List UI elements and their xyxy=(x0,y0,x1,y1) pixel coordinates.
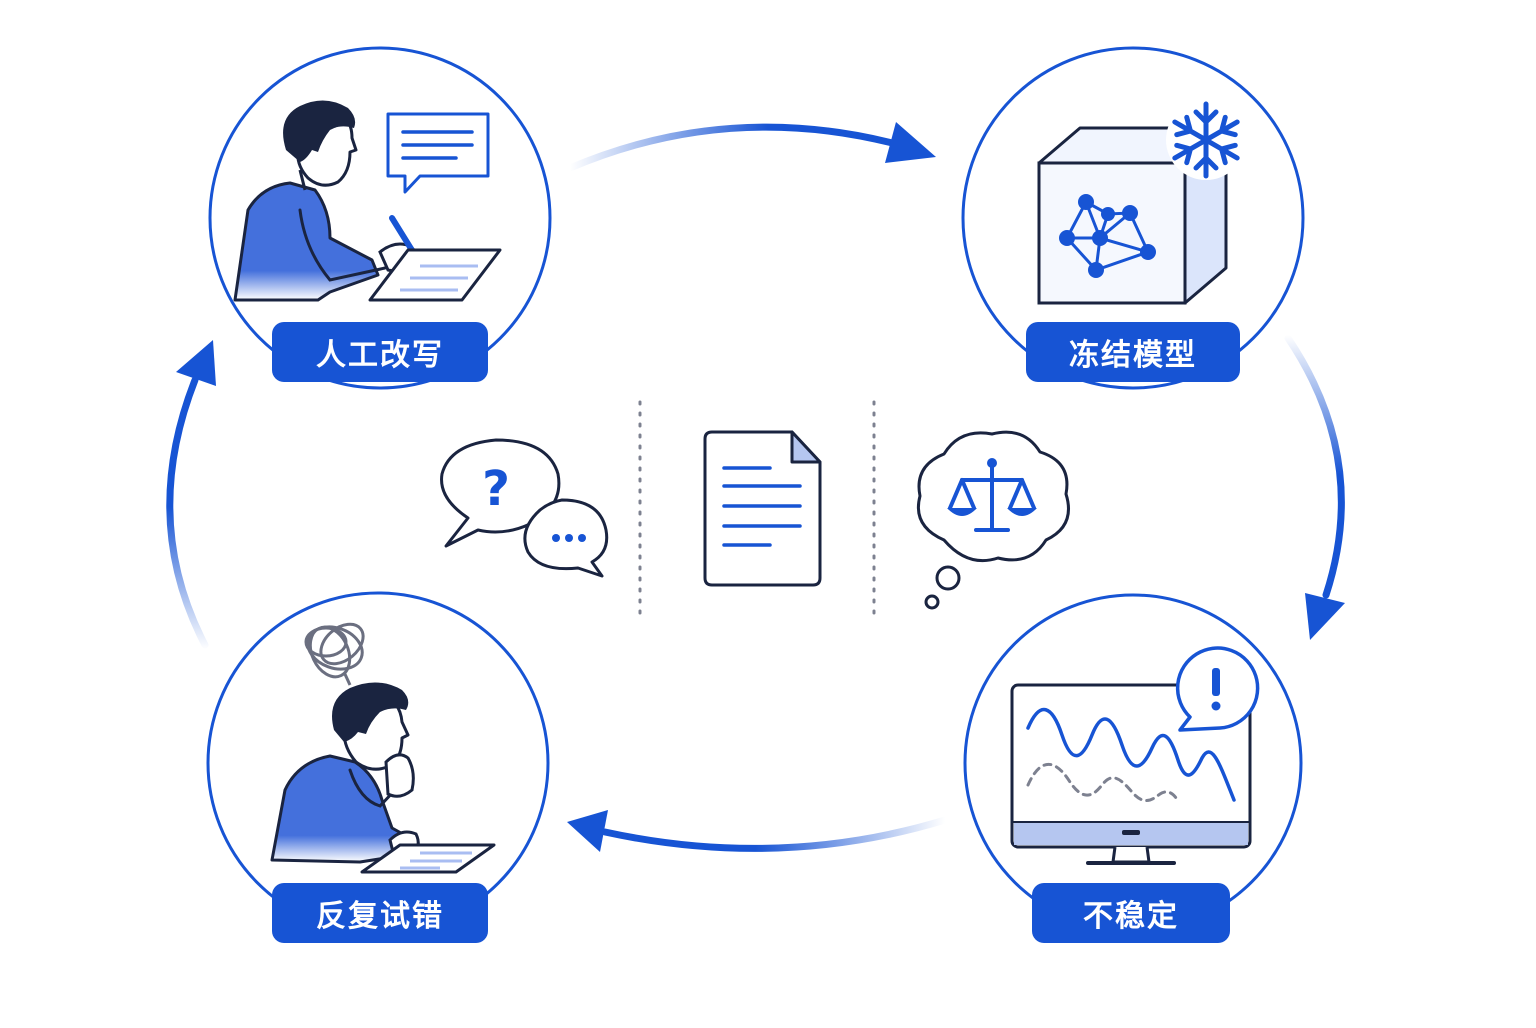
center-icons: ? xyxy=(440,400,1070,618)
arrow-trial-to-manual xyxy=(166,340,216,649)
svg-text:?: ? xyxy=(482,461,510,517)
arrow-unstable-to-trial xyxy=(567,810,949,852)
stage-frozen-model xyxy=(961,46,1305,390)
stage-trial-and-error xyxy=(206,591,550,935)
unstable-monitor-icon xyxy=(1010,646,1260,865)
alert-bubble-icon xyxy=(1175,646,1260,732)
frozen-model-cube-icon xyxy=(1037,100,1246,305)
snowflake-icon xyxy=(1166,100,1246,180)
question-chat-bubbles-icon: ? xyxy=(440,438,609,578)
document-icon xyxy=(703,430,822,587)
arrow-manual-to-frozen xyxy=(566,122,936,172)
label-unstable: 不稳定 xyxy=(1032,883,1230,943)
stage-manual-rewrite xyxy=(208,46,552,390)
label-frozen-model: 冻结模型 xyxy=(1026,322,1240,382)
tangled-thoughts-icon xyxy=(304,622,365,686)
arrow-frozen-to-unstable xyxy=(1284,334,1345,640)
label-trial-and-error: 反复试错 xyxy=(272,883,488,943)
person-writing-icon xyxy=(233,100,502,302)
confused-person-icon xyxy=(270,622,496,874)
balance-scale-thought-icon xyxy=(917,430,1070,610)
label-manual-rewrite: 人工改写 xyxy=(272,322,488,382)
stage-unstable xyxy=(963,593,1303,933)
